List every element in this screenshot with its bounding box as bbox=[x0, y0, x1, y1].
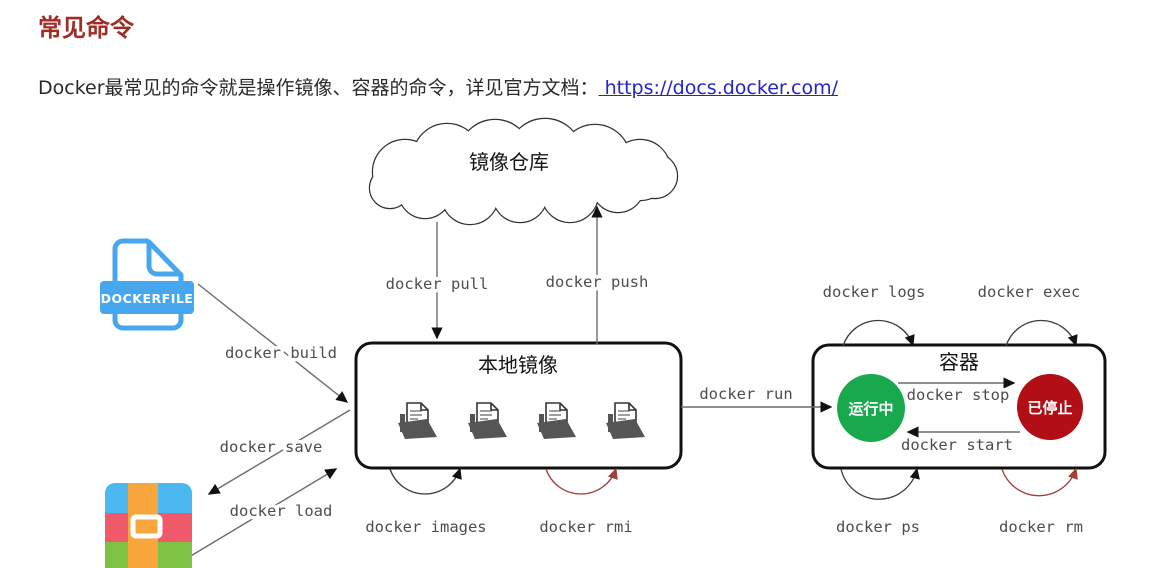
container-box: 容器 docker stop docker start 运行中 已停止 bbox=[811, 343, 1107, 470]
docker-run-label: docker run bbox=[699, 385, 792, 403]
docker-logs-label: docker logs bbox=[823, 283, 926, 301]
docker-ps-label: docker ps bbox=[836, 518, 920, 536]
intro-text-span: Docker最常见的命令就是操作镜像、容器的命令，详见官方文档： bbox=[38, 77, 599, 99]
intro-text: Docker最常见的命令就是操作镜像、容器的命令，详见官方文档： https:/… bbox=[38, 73, 838, 100]
docker-build-arrow bbox=[197, 283, 349, 403]
docker-exec-label: docker exec bbox=[978, 283, 1081, 301]
running-state-label: 运行中 bbox=[848, 400, 893, 418]
docker-push-label: docker push bbox=[546, 273, 649, 291]
docker-exec-loop-arrow bbox=[1005, 319, 1078, 347]
dockerfile-icon: DOCKERFILE bbox=[100, 238, 194, 331]
running-state-circle bbox=[837, 374, 905, 442]
docker-logs-loop-arrow bbox=[842, 319, 915, 347]
page-title: 常见命令 bbox=[38, 14, 134, 42]
stopped-state-label: 已停止 bbox=[1027, 399, 1072, 417]
docker-load-arrow bbox=[188, 468, 338, 558]
docker-stop-label: docker stop bbox=[907, 386, 1010, 404]
docker-images-loop-arrow bbox=[389, 467, 462, 495]
docker-ps-loop-arrow bbox=[840, 467, 920, 500]
stopped-state-circle bbox=[1017, 374, 1083, 440]
docker-load-label: docker load bbox=[230, 502, 333, 520]
docker-images-label: docker images bbox=[365, 518, 486, 536]
docker-save-arrow bbox=[207, 409, 351, 495]
docker-start-label: docker start bbox=[901, 436, 1013, 454]
docker-save-label: docker save bbox=[220, 438, 323, 456]
docker-rmi-loop-arrow bbox=[545, 467, 618, 495]
dockerfile-banner-label: DOCKERFILE bbox=[101, 291, 194, 306]
docker-pull-label: docker pull bbox=[386, 275, 489, 293]
docs-link[interactable]: https://docs.docker.com/ bbox=[598, 77, 838, 99]
local-images-label: 本地镜像 bbox=[478, 353, 558, 377]
docker-rmi-label: docker rmi bbox=[539, 518, 632, 536]
docker-build-label: docker build bbox=[225, 344, 337, 362]
container-label: 容器 bbox=[939, 350, 979, 374]
archive-file-icon bbox=[105, 483, 192, 568]
registry-cloud: 镜像仓库 bbox=[368, 117, 679, 226]
docker-rm-label: docker rm bbox=[999, 518, 1083, 536]
docker-rm-loop-arrow bbox=[1001, 467, 1078, 497]
local-images-box: 本地镜像 bbox=[354, 341, 683, 470]
registry-label: 镜像仓库 bbox=[469, 150, 549, 174]
